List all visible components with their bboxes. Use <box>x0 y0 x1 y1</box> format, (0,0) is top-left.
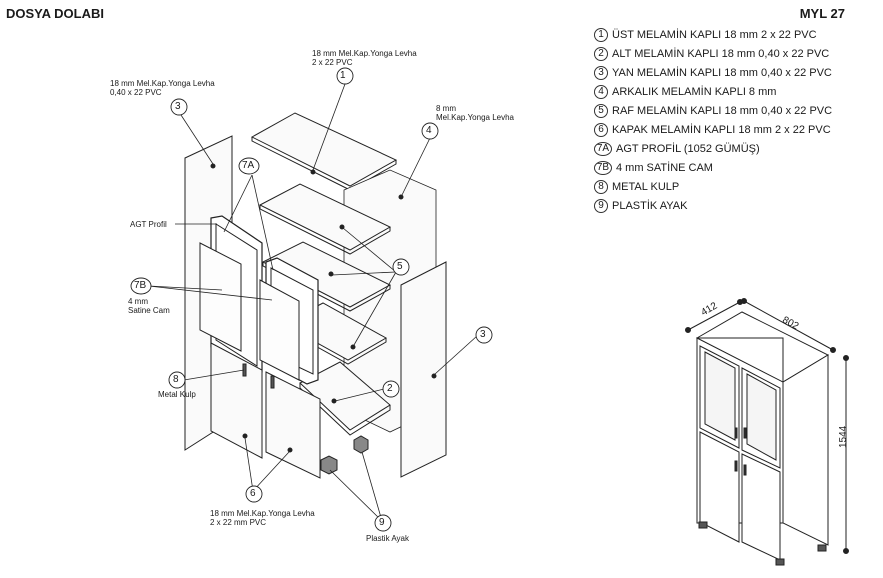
legend-item: 6 KAPAK MELAMİN KAPLI 18 mm 2 x 22 PVC <box>594 120 879 139</box>
legend-text: AGT PROFİL (1052 GÜMÜŞ) <box>616 142 760 155</box>
legend-item: 7B 4 mm SATİNE CAM <box>594 158 879 177</box>
lower-left-door <box>210 342 263 459</box>
callout-2: 2 <box>387 383 393 394</box>
legend-number: 1 <box>594 27 608 42</box>
legend-text: YAN MELAMİN KAPLI 18 mm 0,40 x 22 PVC <box>612 66 832 79</box>
callout-7a: 7A <box>242 160 255 171</box>
annotation-plastik-ayak: Plastik Ayak <box>366 534 409 543</box>
lower-right-door <box>265 371 321 479</box>
annotation-metal-kulp: Metal Kulp <box>158 390 196 399</box>
legend-text: KAPAK MELAMİN KAPLI 18 mm 2 x 22 PVC <box>612 123 831 136</box>
drawing-title: DOSYA DOLABI <box>6 6 104 21</box>
plastic-foot <box>353 435 369 454</box>
legend-item: 5 RAF MELAMİN KAPLI 18 mm 0,40 x 22 PVC <box>594 101 879 120</box>
legend-number: 7A <box>594 141 612 156</box>
callout-4: 4 <box>426 125 432 136</box>
legend-text: 4 mm SATİNE CAM <box>616 161 713 174</box>
callout-8: 8 <box>173 374 179 385</box>
legend-item: 8 METAL KULP <box>594 177 879 196</box>
legend-text: ALT MELAMİN KAPLI 18 mm 0,40 x 22 PVC <box>612 47 830 60</box>
metal-handle <box>270 375 275 389</box>
assembled-cabinet-view <box>685 298 849 566</box>
legend-item: 3 YAN MELAMİN KAPLI 18 mm 0,40 x 22 PVC <box>594 63 879 82</box>
legend-item: 7A AGT PROFİL (1052 GÜMÜŞ) <box>594 139 879 158</box>
legend-number: 5 <box>594 103 608 118</box>
legend-number: 3 <box>594 65 608 80</box>
callout-9: 9 <box>379 517 385 528</box>
legend-number: 9 <box>594 198 608 213</box>
legend-item: 2 ALT MELAMİN KAPLI 18 mm 0,40 x 22 PVC <box>594 44 879 63</box>
callout-1: 1 <box>340 70 346 81</box>
legend-item: 9 PLASTİK AYAK <box>594 196 879 215</box>
legend-text: RAF MELAMİN KAPLI 18 mm 0,40 x 22 PVC <box>612 104 833 117</box>
parts-legend: 1 ÜST MELAMİN KAPLI 18 mm 2 x 22 PVC 2 ALT… <box>594 25 879 215</box>
right-glass-pane <box>259 279 300 381</box>
legend-item: 4 ARKALIK MELAMİN KAPLI 8 mm <box>594 82 879 101</box>
left-glass-pane <box>199 242 242 352</box>
callout-5: 5 <box>397 261 403 272</box>
legend-text: ARKALIK MELAMİN KAPLI 8 mm <box>612 85 777 98</box>
plastic-foot <box>320 455 338 475</box>
dimension-height: 1544 <box>838 425 849 448</box>
legend-number: 8 <box>594 179 608 194</box>
callout-6: 6 <box>250 488 256 499</box>
right-side-panel <box>400 261 447 478</box>
legend-number: 7B <box>594 160 612 175</box>
legend-text: ÜST MELAMİN KAPLI 18 mm 2 x 22 PVC <box>612 28 817 41</box>
legend-text: PLASTİK AYAK <box>612 199 688 212</box>
callout-7b: 7B <box>134 280 147 291</box>
callout-3: 3 <box>175 101 181 112</box>
annotation-agt-profil: AGT Profil <box>130 220 167 229</box>
legend-text: METAL KULP <box>612 180 680 193</box>
legend-number: 4 <box>594 84 608 99</box>
legend-item: 1 ÜST MELAMİN KAPLI 18 mm 2 x 22 PVC <box>594 25 879 44</box>
legend-number: 6 <box>594 122 608 137</box>
top-panel <box>250 112 398 187</box>
legend-number: 2 <box>594 46 608 61</box>
callout-3: 3 <box>480 329 486 340</box>
model-code: MYL 27 <box>799 6 845 21</box>
